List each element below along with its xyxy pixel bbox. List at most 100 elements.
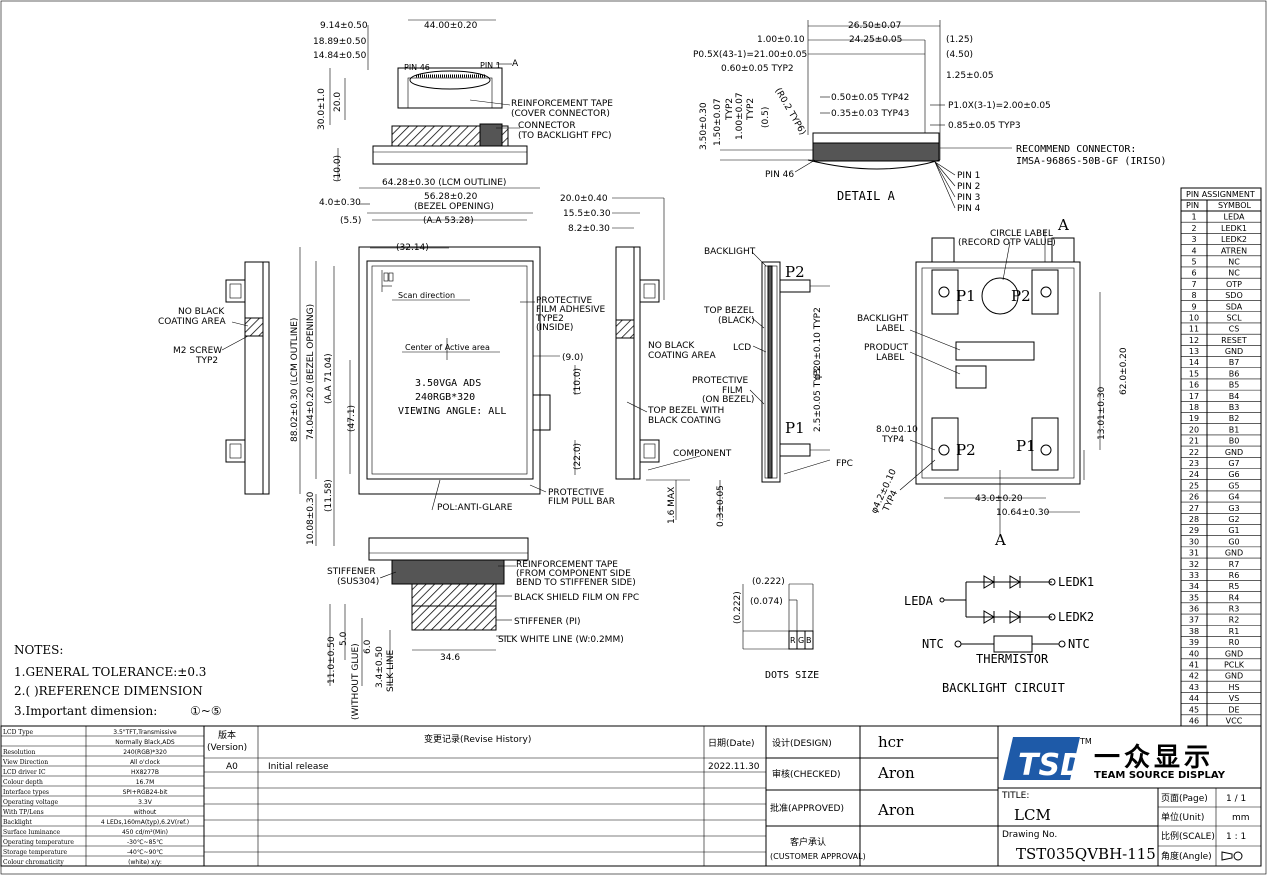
tb-drawing-value: TST035QVBH-115	[1016, 845, 1156, 863]
label-pin4: PIN 4	[957, 204, 981, 214]
label-film4: (INSIDE)	[536, 323, 573, 333]
pin-number: 1	[1191, 213, 1196, 222]
label-r: R	[790, 636, 796, 645]
dim-phi3: φ3.0±0.10 TYP2	[813, 307, 823, 380]
pin-number: 11	[1189, 325, 1199, 334]
dim-9: (9.0)	[562, 353, 583, 363]
pin-symbol: OTP	[1226, 280, 1242, 289]
dim-62: 62.0±0.20	[1119, 347, 1129, 395]
dim-1301: 13.01±0.30	[1097, 386, 1107, 440]
dim-100a: 1.00±0.10	[757, 35, 805, 45]
label-prot3: (ON BEZEL)	[702, 395, 754, 405]
label-pin3: PIN 3	[957, 193, 980, 203]
label-film: PROTECTIVE	[536, 296, 593, 306]
pin-number: 23	[1189, 459, 1199, 468]
dim-4: 4.0±0.30	[319, 198, 361, 208]
dim-8: 8.0±0.10	[876, 425, 918, 435]
label-pol: POL:ANTI-GLARE	[437, 503, 513, 513]
pin-number: 7	[1191, 280, 1196, 289]
dim-1158: (11.58)	[324, 479, 334, 512]
label-pin46-top: PIN 46	[404, 63, 430, 72]
label-rec: RECOMMEND CONNECTOR:	[1016, 144, 1136, 155]
label-reinf3: BEND TO STIFFENER SIDE)	[516, 578, 636, 588]
label-a-back1: A	[1057, 216, 1069, 234]
label-lcd: LCD	[733, 343, 751, 353]
front-view	[299, 187, 576, 546]
spec-label: Resolution	[3, 749, 35, 756]
dim-100t: TYP2	[746, 98, 756, 121]
pin-symbol: R6	[1229, 571, 1240, 580]
pin-number: 32	[1189, 560, 1199, 569]
notes-n2: 2.( )REFERENCE DIMENSION	[14, 684, 203, 698]
spec-label: Operating voltage	[3, 799, 58, 806]
pin-symbol: GND	[1225, 649, 1243, 658]
label-stiffener2: (SUS304)	[337, 577, 379, 587]
pin-number: 4	[1191, 246, 1196, 255]
dim-34t: SILK LINE	[386, 649, 396, 692]
pin-table-header-symbol: SYMBOL	[1218, 201, 1252, 210]
top-view	[329, 19, 528, 180]
label-bl-label2: LABEL	[876, 324, 904, 334]
section-view	[749, 251, 831, 483]
spec-value: 240(RGB)*320	[123, 749, 167, 756]
label-screw2: TYP2	[195, 356, 218, 366]
pin-symbol: HS	[1228, 683, 1239, 692]
label-circle2: (RECORD OTP VALUE)	[958, 238, 1056, 248]
notes-title: NOTES:	[14, 643, 63, 657]
dim-3214: (32.14)	[396, 243, 429, 253]
spec-value: -30℃~85℃	[127, 839, 163, 846]
pin-number: 38	[1189, 627, 1199, 636]
pin-number: 14	[1189, 358, 1199, 367]
dim-0074: (0.074)	[750, 597, 783, 607]
pin-number: 5	[1191, 257, 1196, 266]
dim-11: 11.0±0.50	[327, 636, 337, 684]
label-center: Center of Active area	[405, 343, 490, 352]
label-pin2: PIN 2	[957, 182, 980, 192]
dim-100: (10.0)	[333, 155, 343, 182]
pin-number: 19	[1189, 414, 1199, 423]
pin-symbol: RESET	[1221, 336, 1247, 345]
dim-150t: TYP2	[725, 98, 735, 121]
dim-bezel-open-w: 56.28±0.20	[424, 192, 478, 202]
dim-1064: 10.64±0.30	[996, 508, 1050, 518]
pin-symbol: B6	[1229, 369, 1240, 378]
tb-scale-value: 1 : 1	[1226, 832, 1246, 842]
tb-customer2: (CUSTOMER APPROVAL)	[770, 852, 866, 861]
spec-value: Normally Black,ADS	[115, 739, 175, 746]
label-reinf: REINFORCEMENT TAPE	[516, 560, 618, 570]
tb-rev-text: Initial release	[268, 762, 329, 772]
backlight-circuit	[939, 575, 1066, 653]
dim-471: (47.1)	[347, 405, 357, 432]
pin-symbol: R5	[1229, 582, 1240, 591]
bottom-view	[329, 537, 529, 686]
pin-symbol: G0	[1228, 537, 1239, 546]
dim-25: 2.5±0.05 TYP2	[813, 365, 823, 432]
pin-number: 6	[1191, 269, 1196, 278]
dim-p10: P1.0X(3-1)=2.00±0.05	[948, 101, 1051, 111]
dim-200: 20.0	[333, 92, 343, 112]
pin-symbol: G3	[1228, 504, 1239, 513]
dim-1484: 14.84±0.50	[313, 51, 367, 61]
label-noblack-right: NO BLACK	[648, 341, 695, 351]
tb-title-value: LCM	[1014, 806, 1051, 824]
dim-0222h: (0.222)	[752, 577, 785, 587]
tb-design-value: hcr	[878, 733, 904, 751]
pin-number: 36	[1189, 605, 1199, 614]
label-component: COMPONENT	[673, 449, 732, 459]
pin-symbol: GND	[1225, 672, 1243, 681]
pin-symbol: R3	[1229, 605, 1240, 614]
pin-number: 44	[1189, 694, 1199, 703]
dim-085: 0.85±0.05 TYP3	[948, 121, 1021, 131]
label-ntc-right: NTC	[1068, 637, 1090, 651]
pin-symbol: GND	[1225, 549, 1243, 558]
dim-150: 1.50±0.07	[713, 98, 723, 146]
pin-number: 10	[1189, 313, 1199, 322]
pin-number: 37	[1189, 616, 1199, 625]
label-pin1-top: PIN 1	[480, 61, 501, 70]
pin-symbol: R2	[1229, 616, 1240, 625]
label-topbezel2: (BLACK)	[718, 316, 755, 326]
dim-300: 30.0±1.0	[317, 88, 327, 130]
label-reinf2: (FROM COMPONENT SIDE	[516, 569, 631, 579]
pin-symbol: B7	[1229, 358, 1240, 367]
dim-125b: 1.25±0.05	[946, 71, 994, 81]
